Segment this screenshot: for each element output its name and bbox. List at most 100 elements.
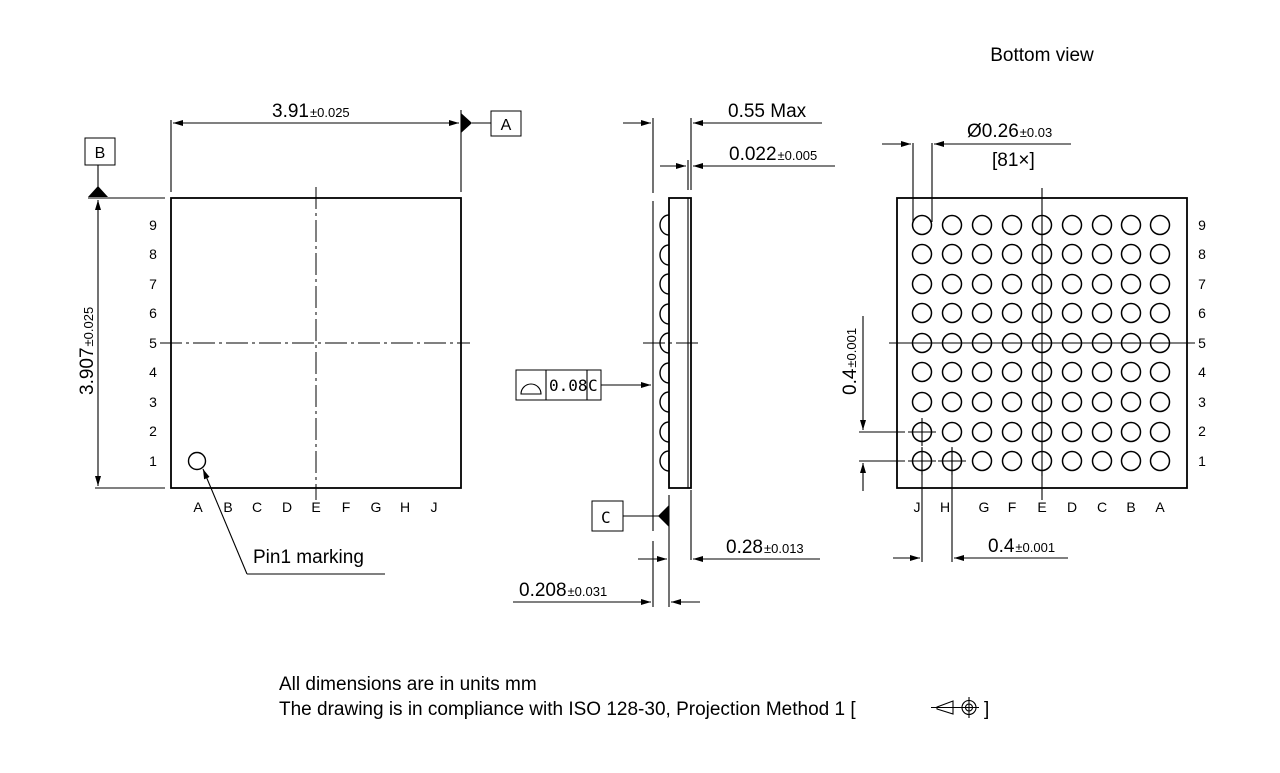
svg-text:6: 6: [149, 305, 157, 321]
svg-text:3: 3: [1198, 394, 1206, 410]
solder-ball: [1061, 391, 1083, 413]
profile-of-surface-icon: [520, 383, 542, 395]
top-row-labels: 9 8 7 6 5 4 3 2 1: [149, 217, 157, 469]
svg-text:1: 1: [1198, 453, 1206, 469]
svg-text:9: 9: [149, 217, 157, 233]
pin1-label: Pin1 marking: [253, 547, 364, 568]
solder-ball: [971, 243, 993, 265]
solder-ball: [1091, 450, 1113, 472]
svg-text:5: 5: [1198, 335, 1206, 351]
svg-text:C: C: [252, 499, 262, 515]
svg-text:7: 7: [149, 276, 157, 292]
solder-ball: [1091, 302, 1113, 324]
svg-text:C: C: [1097, 499, 1107, 515]
side-solder-balls: [659, 214, 670, 472]
first-angle-projection-icon: [931, 697, 979, 718]
solder-ball: [1091, 243, 1113, 265]
solder-ball: [941, 302, 963, 324]
pitch-x-value: 0.4±0.001: [988, 536, 1055, 557]
max-height-value: 0.55 Max: [728, 101, 807, 122]
datum-a-box: [490, 110, 522, 137]
solder-ball: [1091, 391, 1113, 413]
solder-ball: [1001, 302, 1023, 324]
solder-ball: [971, 421, 993, 443]
body-thickness-value: 0.28±0.013: [726, 537, 804, 558]
bottom-col-labels: J H G F E D C B A: [914, 499, 1166, 515]
solder-ball: [1091, 273, 1113, 295]
profile-tolerance-frame: 0.08 C: [515, 369, 651, 401]
height-dim-value: 3.907±0.025: [77, 307, 98, 395]
solder-ball: [911, 243, 933, 265]
solder-ball: [1149, 302, 1171, 324]
solder-ball: [1091, 421, 1113, 443]
svg-text:A: A: [193, 499, 203, 515]
solder-ball: [941, 214, 963, 236]
svg-text:4: 4: [1198, 364, 1206, 380]
pitch-y-value: 0.4±0.001: [840, 328, 861, 395]
notes: All dimensions are in units mm The drawi…: [279, 674, 989, 720]
solder-ball: [1001, 214, 1023, 236]
ball-grid: [908, 210, 1175, 476]
solder-ball: [1091, 361, 1113, 383]
solder-ball: [971, 361, 993, 383]
solder-ball: [1001, 450, 1023, 472]
solder-ball: [971, 450, 993, 472]
solder-ball: [971, 391, 993, 413]
solder-ball: [1001, 361, 1023, 383]
solder-ball: [1061, 450, 1083, 472]
solder-ball: [1091, 214, 1113, 236]
svg-text:9: 9: [1198, 217, 1206, 233]
ball-height-value: 0.208±0.031: [519, 580, 607, 601]
solder-ball: [941, 391, 963, 413]
svg-text:2: 2: [149, 423, 157, 439]
solder-ball: [1001, 391, 1023, 413]
datum-b-triangle-icon: [88, 186, 108, 197]
svg-text:E: E: [311, 499, 320, 515]
svg-text:G: G: [979, 499, 990, 515]
ball-diameter-value: Ø0.26±0.03: [967, 121, 1052, 142]
solder-ball: [941, 273, 963, 295]
svg-text:D: D: [282, 499, 292, 515]
datum-a-triangle-icon: [461, 113, 472, 133]
pin1-marking-circle: [187, 451, 207, 471]
svg-text:8: 8: [149, 246, 157, 262]
svg-text:B: B: [223, 499, 232, 515]
solder-ball: [1149, 214, 1171, 236]
top-col-labels: A B C D E F G H J: [193, 499, 437, 515]
solder-ball: [911, 302, 933, 324]
svg-text:G: G: [371, 499, 382, 515]
bottom-view-title: Bottom view: [990, 45, 1094, 66]
solder-ball: [1149, 243, 1171, 265]
svg-text:D: D: [1067, 499, 1077, 515]
solder-ball: [1149, 450, 1171, 472]
svg-text:4: 4: [149, 364, 157, 380]
bottom-view: Bottom view Ø0.26±0.03 [81×] 9 8 7 6 5 4…: [840, 45, 1206, 562]
svg-text:J: J: [431, 499, 438, 515]
svg-text:J: J: [914, 499, 921, 515]
solder-ball: [971, 214, 993, 236]
svg-text:5: 5: [149, 335, 157, 351]
solder-ball: [1001, 243, 1023, 265]
svg-text:C: C: [601, 508, 611, 527]
solder-ball: [1120, 450, 1142, 472]
datum-c-triangle-icon: [658, 505, 669, 527]
svg-text:7: 7: [1198, 276, 1206, 292]
svg-text:H: H: [400, 499, 410, 515]
svg-text:F: F: [342, 499, 351, 515]
top-view: 3.91±0.025 A B 3.907±0.025 9 8 7 6 5 4 3…: [77, 101, 522, 575]
note-iso: The drawing is in compliance with ISO 12…: [279, 699, 856, 720]
solder-ball: [1001, 421, 1023, 443]
svg-text:8: 8: [1198, 246, 1206, 262]
solder-ball: [1149, 421, 1171, 443]
solder-ball: [1120, 243, 1142, 265]
bottom-row-labels: 9 8 7 6 5 4 3 2 1: [1198, 217, 1206, 469]
svg-text:F: F: [1008, 499, 1017, 515]
datum-b-box: [84, 137, 116, 166]
solder-ball: [1061, 361, 1083, 383]
solder-ball: [941, 421, 963, 443]
solder-ball: [911, 214, 933, 236]
solder-ball: [1061, 243, 1083, 265]
solder-ball: [1120, 421, 1142, 443]
solder-ball: [971, 273, 993, 295]
